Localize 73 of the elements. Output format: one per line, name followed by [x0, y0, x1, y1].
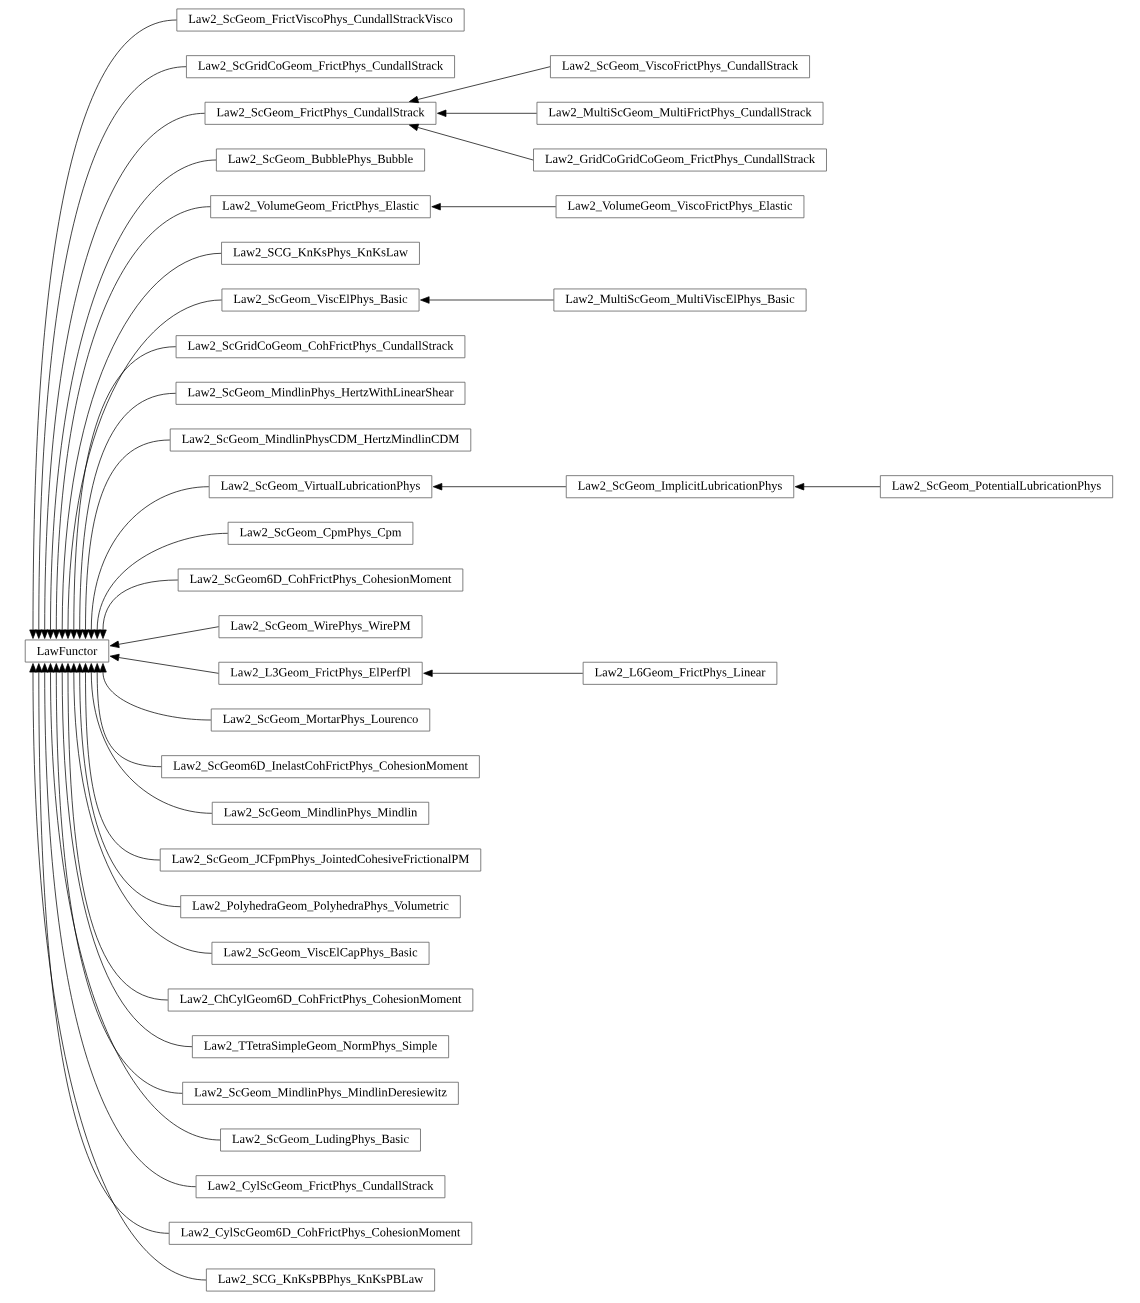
arrow	[109, 626, 219, 648]
arrow	[46, 663, 221, 1141]
class-box: Law2_ScGeom_PotentialLubricationPhys	[879, 475, 1114, 499]
class-box: Law2_MultiScGeom_MultiFrictPhys_CundallStrack	[536, 101, 824, 125]
class-box: Law2_ScGeom6D_CohFrictPhys_CohesionMoment	[177, 568, 464, 592]
class-box: Law2_CylScGeom_FrictPhys_CundallStrack	[195, 1175, 446, 1199]
arrow	[64, 663, 169, 1001]
arrow	[431, 203, 557, 211]
arrow	[58, 252, 222, 639]
arrow	[35, 663, 170, 1234]
class-box: Law2_ScGeom_FrictViscoPhys_CundallStrackVisco	[176, 8, 465, 32]
arrow	[409, 66, 551, 104]
class-box: Law2_VolumeGeom_ViscoFrictPhys_Elastic	[555, 195, 805, 219]
class-box: Law2_L3Geom_FrictPhys_ElPerfPl	[218, 661, 423, 685]
class-box: Law2_L6Geom_FrictPhys_Linear	[582, 661, 778, 685]
class-box: Law2_PolyhedraGeom_PolyhedraPhys_Volumetric	[180, 895, 461, 919]
class-box: Law2_ScGeom_VirtualLubricationPhys	[208, 475, 433, 499]
class-box: Law2_ScGeom_MortarPhys_Lourenco	[210, 708, 431, 732]
arrow	[99, 579, 179, 639]
arrow	[93, 532, 229, 639]
class-box: Law2_ScGridCoGeom_FrictPhys_CundallStrack	[186, 55, 455, 79]
class-box: Law2_CylScGeom6D_CohFrictPhys_CohesionMoment	[168, 1221, 473, 1245]
class-box: Law2_ScGeom_MindlinPhysCDM_HertzMindlinCDM	[169, 428, 472, 452]
arrow	[794, 483, 881, 491]
class-box: Law2_ScGeom6D_InelastCohFrictPhys_CohesionMoment	[161, 755, 480, 779]
class-box: Law2_MultiScGeom_MultiViscElPhys_Basic	[553, 288, 807, 312]
arrow	[81, 663, 161, 861]
arrow	[93, 663, 162, 768]
arrow	[409, 123, 534, 161]
arrow	[437, 109, 537, 117]
class-box: LawFunctor	[24, 639, 110, 663]
class-box: Law2_ScGeom_ViscElPhys_Basic	[221, 288, 420, 312]
arrow	[29, 663, 207, 1281]
class-box: Law2_SCG_KnKsPBPhys_KnKsPBLaw	[206, 1268, 436, 1292]
arrow	[41, 112, 205, 639]
arrow	[46, 159, 217, 639]
arrow	[52, 663, 183, 1094]
class-box: Law2_ScGeom_CpmPhys_Cpm	[227, 521, 414, 545]
arrow	[87, 486, 210, 639]
class-box: Law2_ScGeom_LudingPhys_Basic	[220, 1128, 421, 1152]
class-box: Law2_GridCoGridCoGeom_FrictPhys_CundallStrack	[533, 148, 827, 172]
arrow	[29, 19, 177, 639]
class-box: Law2_ScGeom_ViscElCapPhys_Basic	[211, 941, 430, 965]
class-box: Law2_ChCylGeom6D_CohFrictPhys_CohesionMoment	[167, 988, 474, 1012]
arrow	[76, 392, 176, 639]
class-box: Law2_ScGeom_MindlinPhys_Mindlin	[211, 801, 430, 825]
arrow	[70, 663, 212, 954]
class-box: Law2_VolumeGeom_FrictPhys_Elastic	[210, 195, 431, 219]
arrow	[87, 663, 213, 814]
arrow	[109, 653, 219, 674]
class-box: Law2_ScGeom_WirePhys_WirePM	[218, 615, 423, 639]
arrow	[58, 663, 193, 1048]
class-box: Law2_ScGeom_BubblePhys_Bubble	[216, 148, 425, 172]
arrow	[432, 483, 567, 491]
class-box: Law2_ScGeom_ViscoFrictPhys_CundallStrack	[550, 55, 810, 79]
arrow	[99, 663, 212, 721]
arrow	[70, 346, 177, 639]
arrow	[64, 299, 222, 639]
arrow	[423, 669, 584, 677]
class-box: Law2_ScGeom_JCFpmPhys_JointedCohesiveFrictionalPM	[159, 848, 482, 872]
arrow	[420, 296, 554, 304]
class-box: Law2_ScGridCoGeom_CohFrictPhys_CundallStrack	[175, 335, 466, 359]
arrow	[76, 663, 181, 908]
class-box: Law2_ScGeom_MindlinPhys_MindlinDeresiewitz	[182, 1081, 459, 1105]
arrow	[81, 439, 171, 639]
class-box: Law2_ScGeom_ImplicitLubricationPhys	[565, 475, 795, 499]
class-box: Law2_ScGeom_FrictPhys_CundallStrack	[204, 101, 437, 125]
class-box: Law2_SCG_KnKsPhys_KnKsLaw	[221, 241, 420, 265]
arrow	[35, 66, 187, 639]
arrow	[41, 663, 197, 1188]
arrow	[52, 206, 211, 639]
class-box: Law2_ScGeom_MindlinPhys_HertzWithLinearShear	[175, 381, 466, 405]
class-box: Law2_TTetraSimpleGeom_NormPhys_Simple	[191, 1035, 450, 1059]
